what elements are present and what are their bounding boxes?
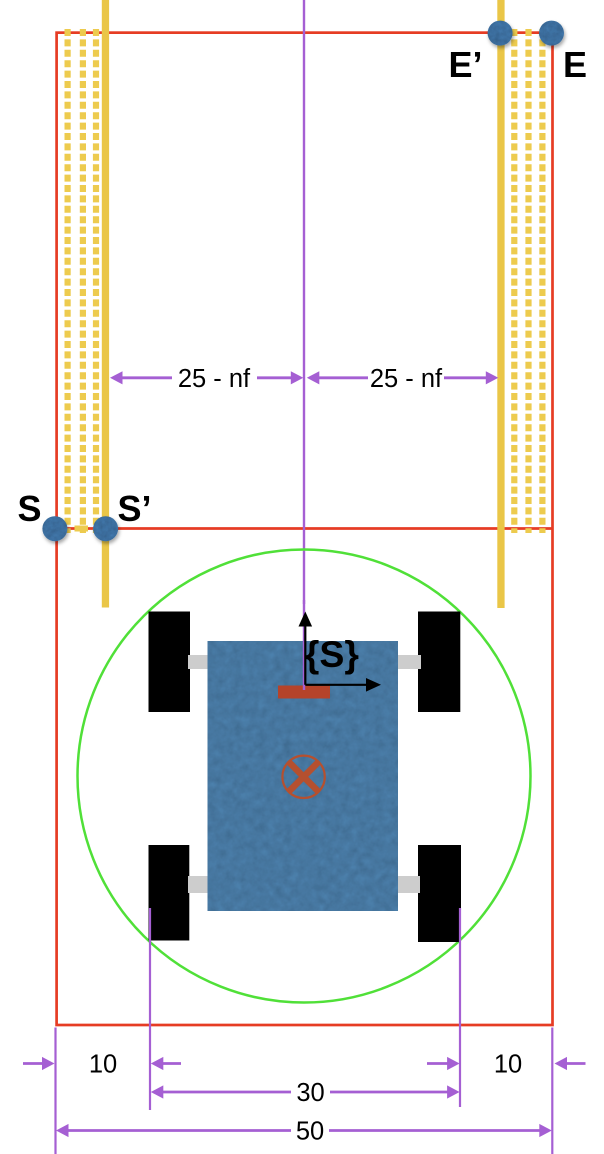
svg-text:E’: E’ [449, 44, 483, 85]
svg-text:25 - nf: 25 - nf [370, 365, 443, 393]
svg-text:30: 30 [296, 1079, 324, 1107]
svg-text:E: E [563, 44, 587, 85]
svg-text:{S}: {S} [305, 633, 360, 675]
svg-text:25 - nf: 25 - nf [178, 365, 251, 393]
svg-text:10: 10 [494, 1051, 522, 1079]
svg-text:S: S [18, 488, 42, 529]
svg-text:S’: S’ [118, 488, 152, 529]
svg-text:50: 50 [296, 1118, 324, 1146]
svg-text:10: 10 [89, 1051, 117, 1079]
